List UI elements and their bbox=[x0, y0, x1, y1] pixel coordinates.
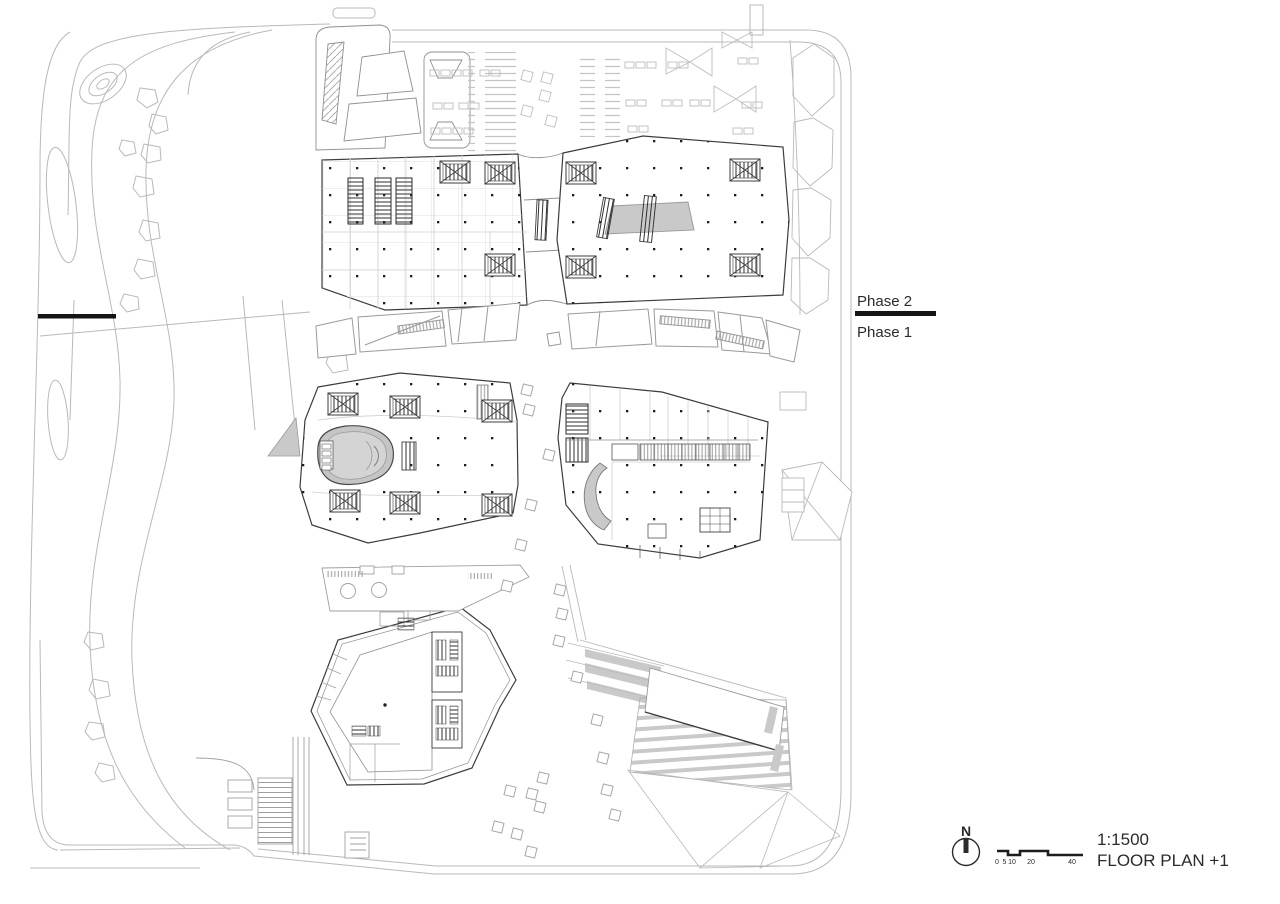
retail-podium-bridge bbox=[517, 152, 568, 306]
phase-line-west bbox=[38, 314, 116, 319]
escalator-core bbox=[565, 161, 597, 185]
facet-paving bbox=[627, 769, 841, 869]
stair-core bbox=[565, 437, 589, 463]
plan-title-label: FLOOR PLAN +1 bbox=[1097, 851, 1229, 870]
scale-tick-20: 20 bbox=[1027, 859, 1035, 866]
elevator-core bbox=[565, 403, 589, 435]
scale-tick-5: 5 bbox=[1003, 859, 1007, 866]
skylight-clusters bbox=[429, 57, 763, 135]
paving-squares bbox=[491, 383, 622, 859]
event-plaza bbox=[561, 564, 841, 869]
escalator-core bbox=[729, 253, 761, 277]
bowtie-canopies bbox=[665, 31, 757, 113]
concert-stage-crescent bbox=[583, 462, 612, 531]
phase2-label: Phase 2 bbox=[857, 293, 912, 310]
phase-line-east bbox=[855, 311, 936, 316]
phase-boundary: Phase 2 Phase 1 bbox=[38, 293, 936, 341]
escalator bbox=[596, 196, 615, 240]
retail-podium-west bbox=[321, 153, 528, 311]
legend: N 0 5 10 20 40 1:1500 FLOOR PLAN +1 bbox=[951, 823, 1229, 870]
service-core-band bbox=[639, 443, 751, 461]
scale-tick-0: 0 bbox=[995, 859, 999, 866]
ramp-structure bbox=[315, 24, 471, 151]
facet-band-east bbox=[779, 39, 853, 541]
road-network bbox=[39, 4, 852, 875]
escalator-core bbox=[565, 255, 597, 279]
auditorium bbox=[317, 425, 395, 486]
tree-circle bbox=[340, 583, 356, 599]
scale-tick-40: 40 bbox=[1068, 859, 1076, 866]
north-needle bbox=[963, 839, 969, 853]
hex-building bbox=[310, 606, 517, 786]
crosswalk-band bbox=[585, 663, 663, 691]
scale-tick-10: 10 bbox=[1008, 859, 1016, 866]
elevator-cores bbox=[347, 177, 413, 225]
north-arrow: N bbox=[951, 823, 981, 867]
escalator-core bbox=[484, 161, 516, 185]
ramp-wedge bbox=[267, 416, 301, 457]
central-hall bbox=[329, 631, 433, 773]
escalator-core bbox=[484, 253, 516, 277]
tree-circle bbox=[371, 582, 387, 598]
roof-paver-squares bbox=[520, 69, 558, 128]
scale-bar: 0 5 10 20 40 bbox=[995, 849, 1083, 866]
canopy-band bbox=[315, 302, 801, 363]
escalator-core bbox=[439, 160, 471, 184]
stair-structure bbox=[195, 737, 370, 859]
escalator-core bbox=[729, 158, 761, 182]
terrace-platform bbox=[321, 564, 530, 612]
north-label: N bbox=[961, 823, 971, 839]
phase1-label: Phase 1 bbox=[857, 324, 912, 341]
site-park bbox=[29, 23, 349, 869]
roof-deck bbox=[429, 31, 763, 152]
escalator bbox=[639, 195, 657, 243]
retail-podium bbox=[321, 135, 790, 311]
escalator bbox=[401, 441, 417, 471]
crosswalk-band bbox=[585, 649, 661, 675]
concert-hall-building bbox=[557, 382, 769, 560]
retail-podium-east bbox=[556, 135, 790, 305]
scale-ratio-label: 1:1500 bbox=[1097, 830, 1149, 849]
theater-building bbox=[267, 372, 519, 544]
